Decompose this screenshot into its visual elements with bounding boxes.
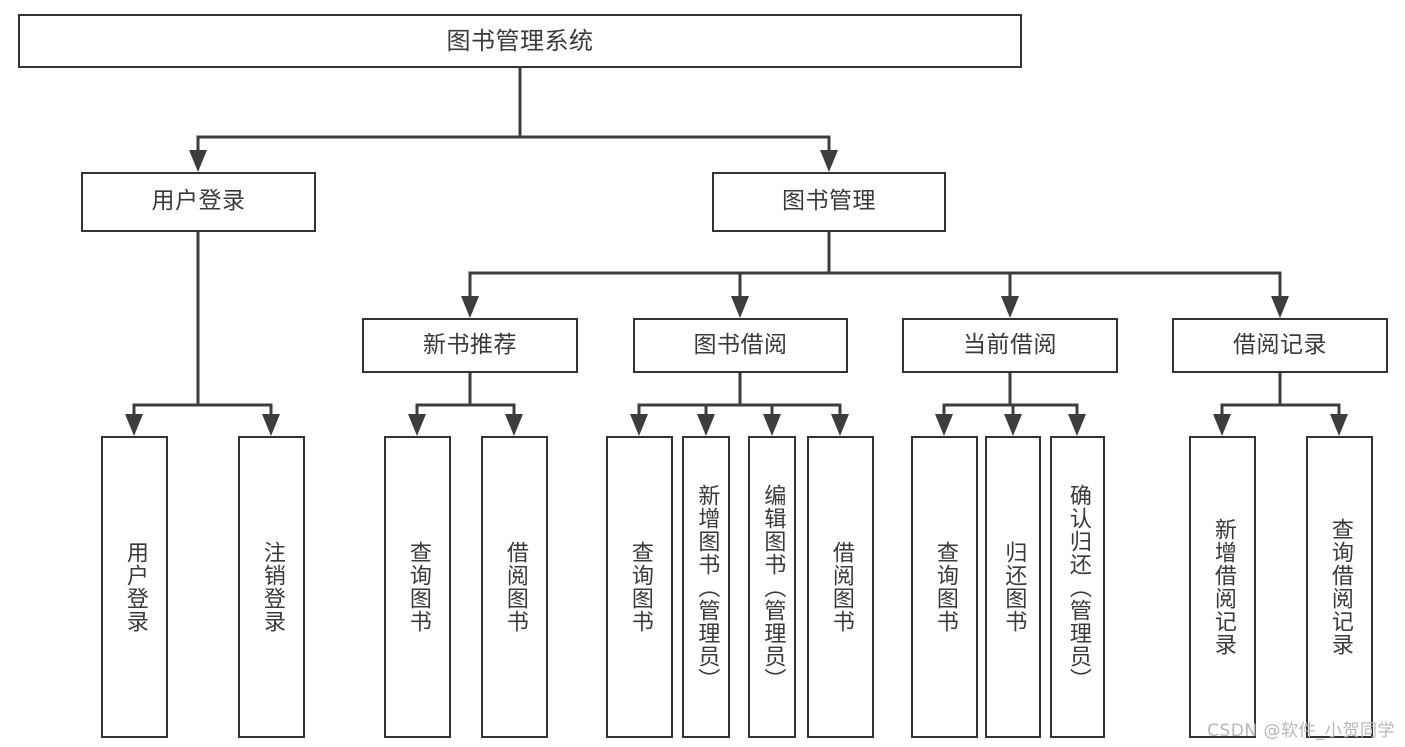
node-l3-records[interactable]: 借阅记录 (1172, 318, 1388, 373)
connector-arrowhead-current-to-leaves (935, 414, 953, 436)
node-label: 用户登录 (122, 541, 148, 633)
node-label: 查询图书 (627, 541, 653, 633)
connector-arrowhead-borrow-to-leaves (697, 414, 715, 436)
node-label: 新书推荐 (423, 331, 517, 358)
connector-arrowhead-current-to-leaves (1068, 414, 1086, 436)
node-label: 确认归还（管理员） (1065, 483, 1091, 691)
node-label: 图书借阅 (693, 331, 788, 358)
node-l3-newbook[interactable]: 新书推荐 (362, 318, 578, 373)
node-label: 图书管理 (782, 188, 876, 215)
node-leaf-add-record[interactable]: 新增借阅记录 (1189, 436, 1256, 738)
node-leaf-user-login[interactable]: 用户登录 (101, 436, 168, 738)
node-label: 借阅图书 (828, 541, 854, 633)
connector-arrowhead-newbook-to-leaves (505, 414, 523, 436)
node-label: 编辑图书（管理员） (760, 483, 786, 691)
node-leaf-query-book-3[interactable]: 查询图书 (911, 436, 978, 738)
node-label: 新增图书（管理员） (694, 483, 720, 691)
node-label: 借阅记录 (1233, 331, 1327, 358)
node-label: 当前借阅 (963, 331, 1057, 358)
node-leaf-confirm-ret[interactable]: 确认归还（管理员） (1050, 436, 1105, 738)
connector-arrowhead-root-to-level2 (189, 150, 207, 172)
csdn-watermark: CSDN @软件_小贺同学 (1207, 721, 1395, 741)
node-leaf-query-book-1[interactable]: 查询图书 (384, 436, 451, 738)
connector-arrowhead-bookmgmt-to-level3 (1271, 296, 1289, 318)
node-label: 借阅图书 (502, 541, 528, 633)
connector-arrowhead-bookmgmt-to-level3 (1001, 296, 1019, 318)
node-label: 注销登录 (259, 541, 285, 633)
connector-arrowhead-current-to-leaves (1004, 414, 1022, 436)
node-l3-current[interactable]: 当前借阅 (902, 318, 1118, 373)
connector-arrowhead-borrow-to-leaves (763, 414, 781, 436)
node-leaf-borrow-book-1[interactable]: 借阅图书 (481, 436, 548, 738)
connector-arrowhead-login-to-leaves (125, 414, 143, 436)
connector-arrowhead-bookmgmt-to-level3 (461, 296, 479, 318)
node-leaf-logout[interactable]: 注销登录 (238, 436, 305, 738)
connector-arrowhead-newbook-to-leaves (408, 414, 426, 436)
node-label: 新增借阅记录 (1210, 518, 1236, 656)
node-leaf-add-book[interactable]: 新增图书（管理员） (682, 436, 730, 738)
node-leaf-query-record[interactable]: 查询借阅记录 (1306, 436, 1373, 738)
node-label: 查询借阅记录 (1327, 518, 1353, 656)
node-l2-bookmgmt[interactable]: 图书管理 (712, 172, 946, 232)
connector-arrowhead-records-to-leaves (1213, 414, 1231, 436)
node-label: 图书管理系统 (446, 26, 594, 55)
node-leaf-return-book[interactable]: 归还图书 (985, 436, 1041, 738)
node-label: 查询图书 (932, 541, 958, 633)
node-l2-login[interactable]: 用户登录 (81, 172, 316, 232)
node-leaf-query-book-2[interactable]: 查询图书 (606, 436, 673, 738)
node-label: 查询图书 (405, 541, 431, 633)
node-leaf-borrow-book-2[interactable]: 借阅图书 (807, 436, 874, 738)
connector-arrowhead-borrow-to-leaves (831, 414, 849, 436)
node-leaf-edit-book[interactable]: 编辑图书（管理员） (748, 436, 796, 738)
connector-arrowhead-borrow-to-leaves (630, 414, 648, 436)
node-label: 归还图书 (1001, 541, 1027, 633)
node-root[interactable]: 图书管理系统 (18, 14, 1022, 68)
connector-arrowhead-login-to-leaves (262, 414, 280, 436)
node-label: 用户登录 (151, 188, 246, 215)
connector-arrowhead-root-to-level2 (820, 150, 838, 172)
connector-arrowhead-bookmgmt-to-level3 (731, 296, 749, 318)
connector-arrowhead-records-to-leaves (1330, 414, 1348, 436)
node-l3-borrow[interactable]: 图书借阅 (633, 318, 848, 373)
